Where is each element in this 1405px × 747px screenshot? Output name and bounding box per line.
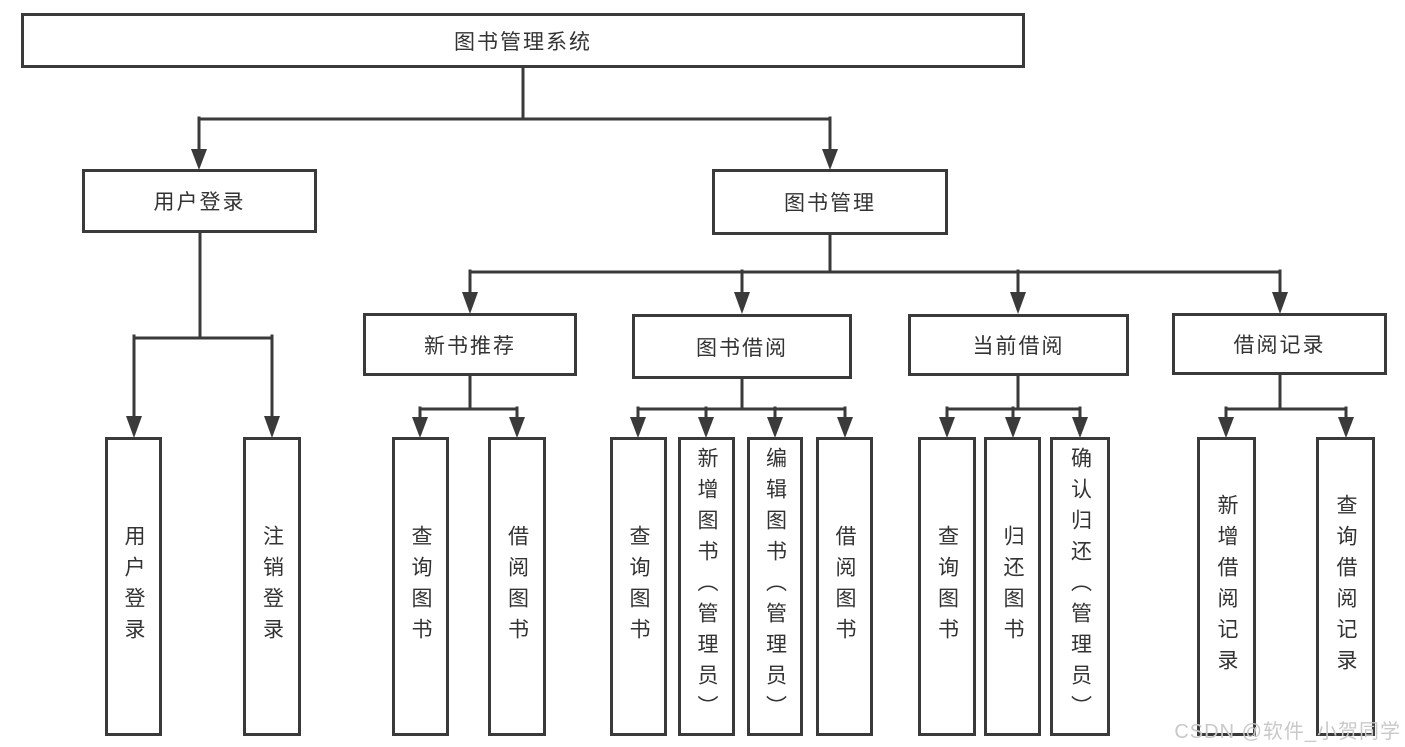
leaf-recommend-borrow-books: 借阅图书 [488,437,546,736]
node-user-login-label: 用户登录 [153,191,246,214]
leaf-recommend-borrow-books-label: 借阅图书 [505,524,529,649]
leaf-return-books-label: 归还图书 [1001,524,1024,649]
leaf-borrow-books-label: 借阅图书 [833,524,856,649]
leaf-confirm-return-admin-label: 确认归还（管理员） [1068,447,1092,726]
leaf-borrow-books: 借阅图书 [816,437,873,736]
leaf-add-books-admin: 新增图书（管理员） [678,437,735,736]
leaf-add-borrow-record-label: 新增借阅记录 [1215,493,1238,680]
leaf-add-borrow-record: 新增借阅记录 [1197,437,1256,736]
leaf-borrow-query-books-label: 查询图书 [627,524,650,649]
leaf-query-borrow-record: 查询借阅记录 [1316,437,1375,736]
leaf-current-query-books: 查询图书 [918,437,976,736]
leaf-edit-books-admin-label: 编辑图书（管理员） [763,447,787,726]
node-new-book-recommend: 新书推荐 [363,313,577,376]
node-library-management-system: 图书管理系统 [21,13,1025,68]
leaf-recommend-query-books-label: 查询图书 [409,524,432,649]
leaf-confirm-return-admin: 确认归还（管理员） [1050,437,1110,736]
leaf-current-query-books-label: 查询图书 [935,524,959,649]
node-book-management: 图书管理 [712,169,948,235]
leaf-add-books-admin-label: 新增图书（管理员） [695,447,718,726]
node-book-management-label: 图书管理 [784,192,876,215]
leaf-user-login-label: 用户登录 [122,524,145,649]
leaf-borrow-query-books: 查询图书 [610,437,667,736]
node-new-book-recommend-label: 新书推荐 [424,334,516,358]
leaf-user-login: 用户登录 [105,437,162,736]
connector-edges [132,66,1348,420]
node-book-borrow-label: 图书借阅 [696,336,788,360]
leaf-recommend-query-books: 查询图书 [392,437,449,736]
leaf-logout-label: 注销登录 [260,524,284,649]
arrowhead-icons [126,149,1354,438]
leaf-query-borrow-record-label: 查询借阅记录 [1334,493,1357,680]
leaf-return-books: 归还图书 [984,437,1041,736]
leaf-edit-books-admin: 编辑图书（管理员） [747,437,803,736]
csdn-watermark: CSDN @软件_小贺同学 [1174,721,1401,743]
node-book-borrow: 图书借阅 [632,314,852,379]
node-library-management-system-label: 图书管理系统 [454,30,592,54]
node-current-borrow-label: 当前借阅 [972,335,1065,358]
node-borrow-records: 借阅记录 [1172,313,1387,375]
leaf-logout: 注销登录 [243,437,301,736]
node-user-login: 用户登录 [82,169,317,233]
node-borrow-records-label: 借阅记录 [1233,334,1326,357]
node-current-borrow: 当前借阅 [908,314,1129,376]
